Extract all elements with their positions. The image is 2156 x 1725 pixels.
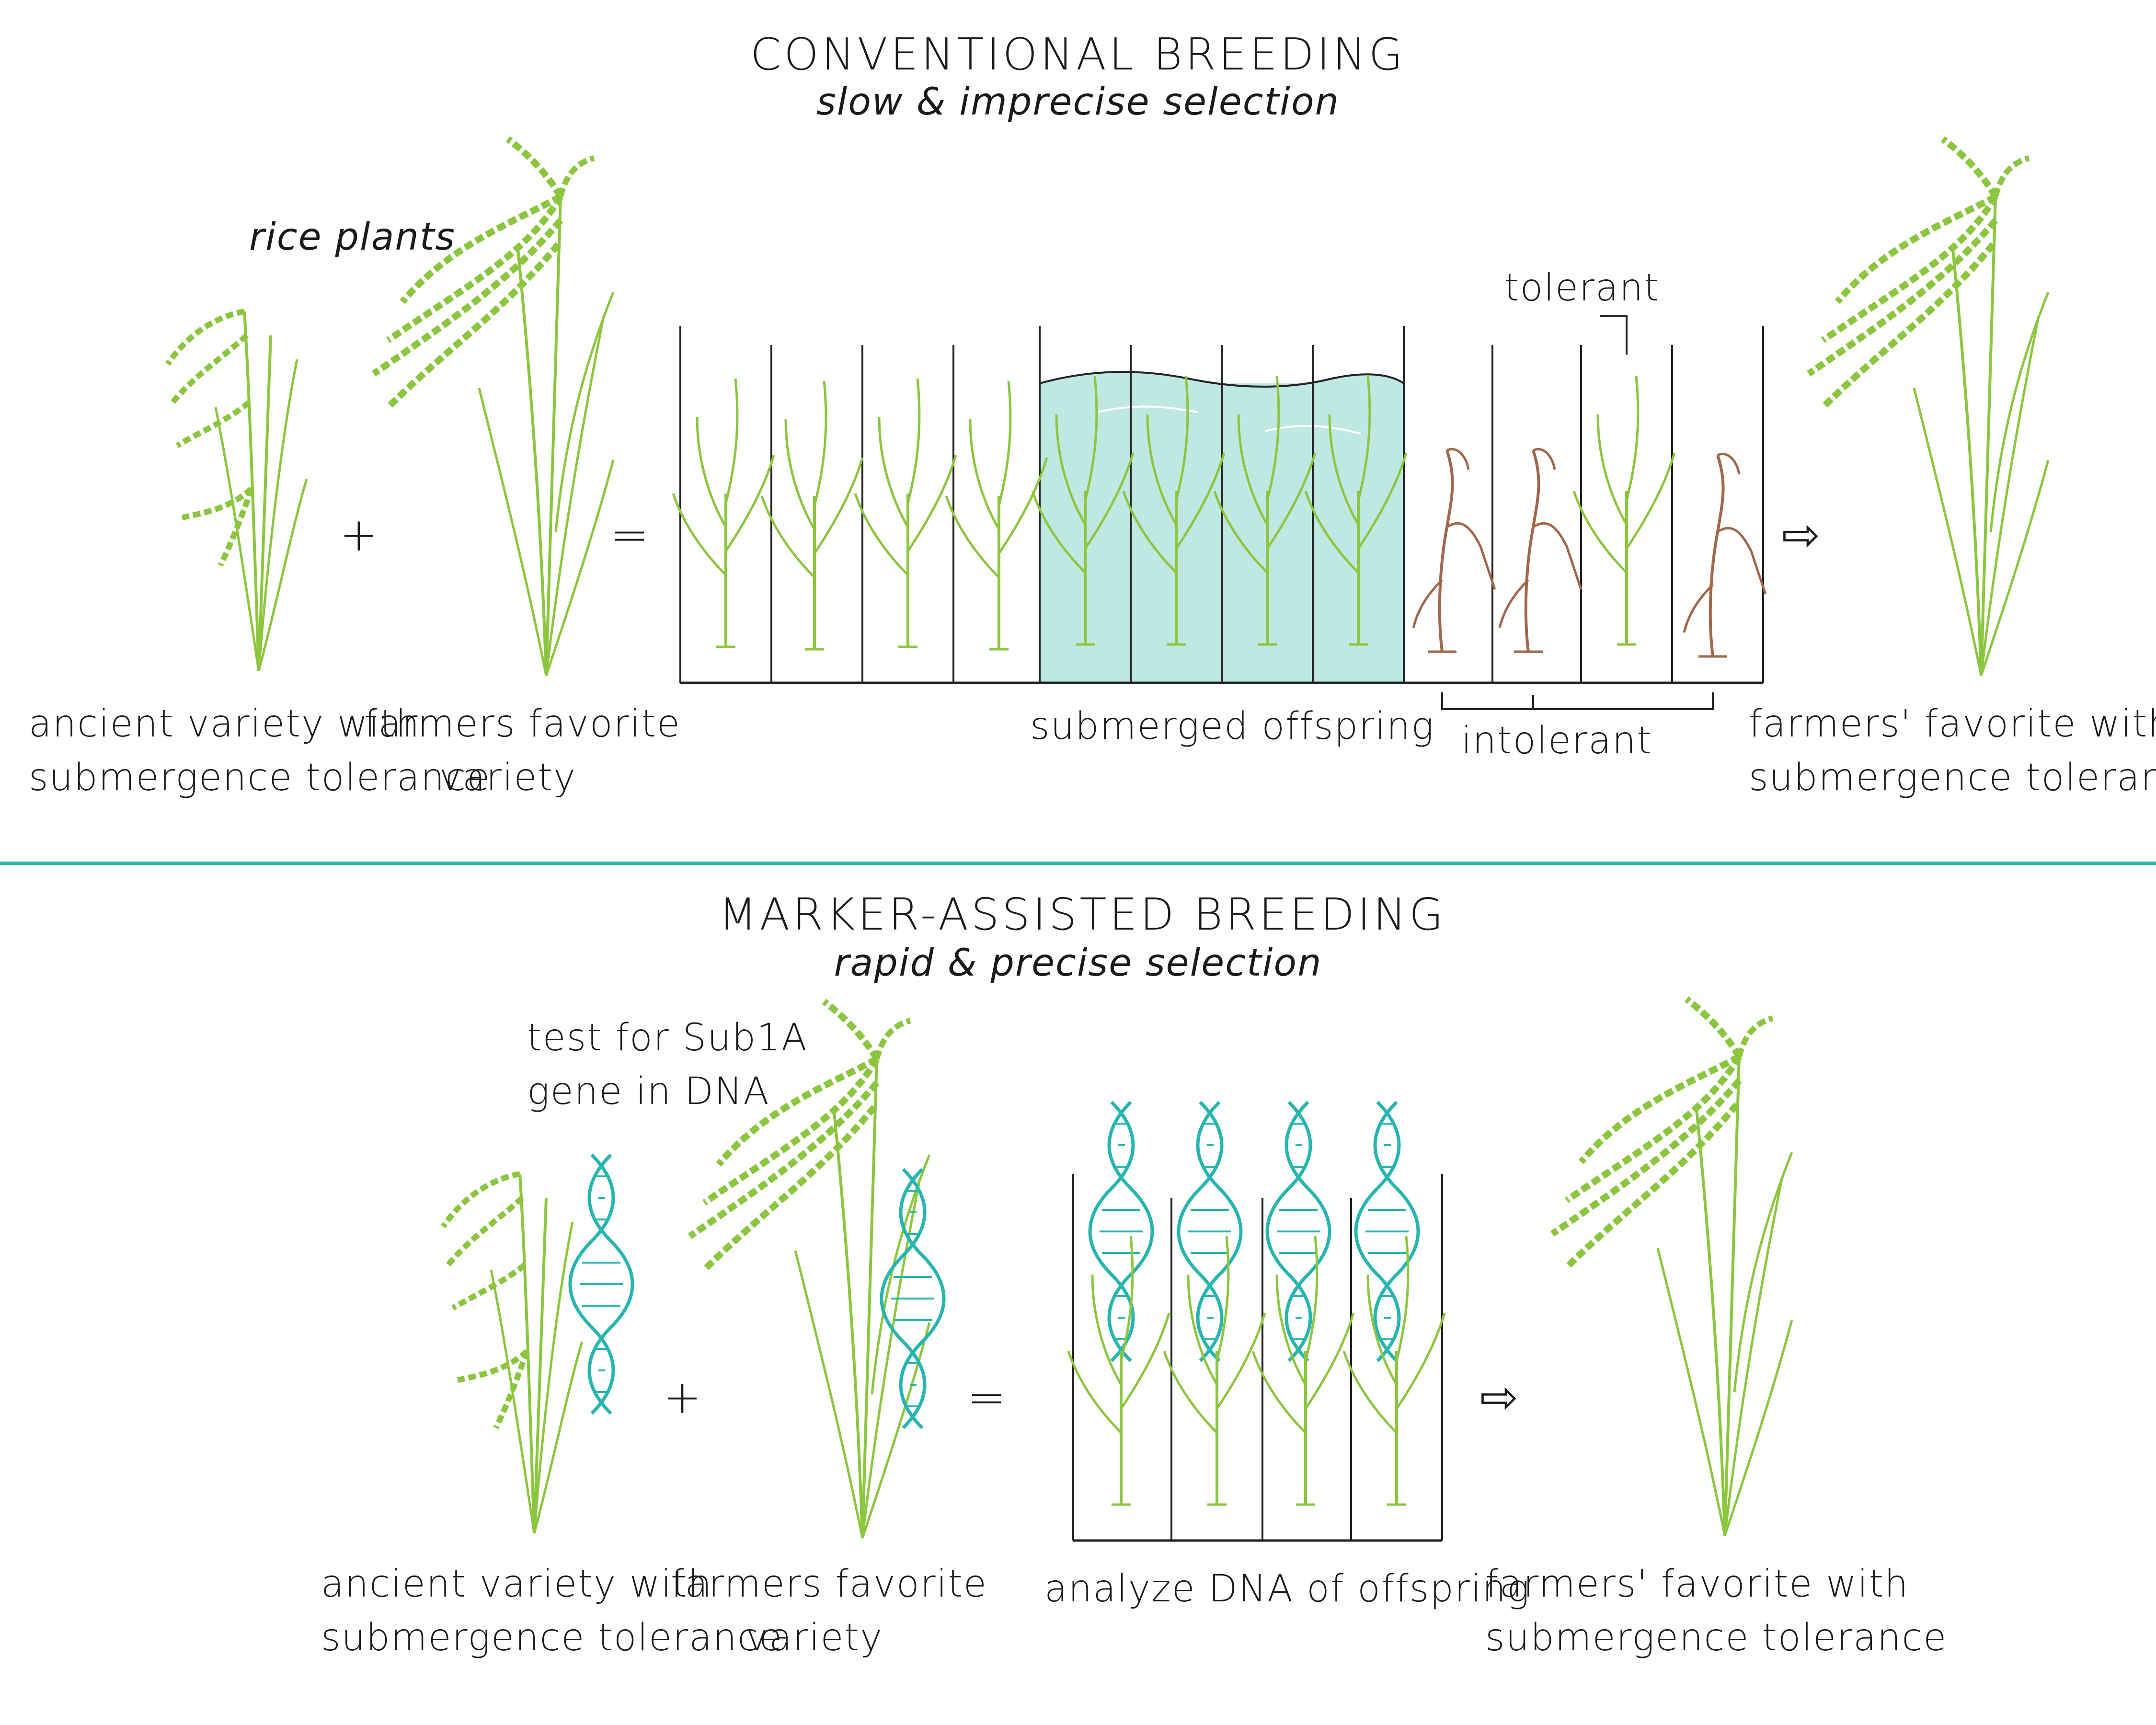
label-line: submergence tolerance	[29, 756, 491, 799]
dna-icon	[1090, 1102, 1152, 1361]
seedling	[1068, 1236, 1169, 1505]
ancient-variety-label-conventional: ancient variety with submergence toleran…	[29, 697, 491, 805]
label-line: submergence tolerance	[1485, 1616, 1948, 1659]
result-plant-marker	[1552, 999, 1792, 1536]
seedling	[855, 379, 956, 647]
intolerant-plant	[1413, 449, 1495, 652]
marker-subtitle: rapid & precise selection	[834, 942, 1322, 985]
equals-sign-marker: =	[967, 1370, 1007, 1424]
rice-plants-label: rice plants	[249, 216, 456, 259]
intolerant-plant	[1500, 449, 1581, 652]
test-sub1a-label: test for Sub1A gene in DNA	[527, 1011, 808, 1118]
label-line: farmers' favorite with	[1749, 702, 2156, 746]
offspring-panel-conventional	[679, 326, 1764, 684]
ancient-variety-plant-marker	[443, 1174, 582, 1533]
label-line: submergence tolerance	[1749, 756, 2156, 799]
intolerant-label: intolerant	[1461, 719, 1652, 762]
dna-icon	[1267, 1102, 1330, 1361]
conventional-subtitle: slow & imprecise selection	[816, 80, 1340, 124]
seedling	[673, 379, 774, 647]
seedling	[762, 381, 862, 649]
conventional-title: CONVENTIONAL BREEDING	[750, 29, 1406, 80]
label-line: test for Sub1A	[527, 1016, 808, 1059]
arrow-icon-conventional: ⇨	[1781, 508, 1822, 562]
label-line: variety	[745, 1616, 883, 1659]
analyze-dna-label: analyze DNA of offspring	[1044, 1567, 1530, 1610]
intolerant-plant	[1684, 454, 1766, 656]
result-plant-conventional	[1809, 139, 2048, 676]
plus-sign-conventional: +	[339, 508, 379, 562]
ancient-variety-label-marker: ancient variety with submergence toleran…	[321, 1557, 783, 1665]
favorite-variety-label-marker: farmers favorite variety	[671, 1557, 987, 1665]
label-line: variety	[439, 756, 577, 799]
seedling	[1164, 1236, 1265, 1505]
seedling	[1253, 1236, 1353, 1505]
dna-icon	[882, 1169, 944, 1428]
seedling	[946, 381, 1047, 649]
ancient-variety-plant-conventional	[168, 311, 307, 671]
dna-icon	[1179, 1102, 1241, 1361]
tolerant-seedling	[1574, 376, 1674, 644]
intolerant-bracket	[1441, 692, 1714, 710]
tolerant-bracket	[1600, 315, 1628, 355]
equals-sign-conventional: =	[610, 508, 650, 562]
label-line: farmers favorite	[364, 702, 681, 746]
submerged-offspring-label: submerged offspring	[1030, 705, 1435, 748]
label-line: gene in DNA	[527, 1070, 770, 1113]
label-line: ancient variety with	[29, 702, 421, 746]
tolerant-label: tolerant	[1504, 266, 1660, 310]
dna-icon	[570, 1155, 632, 1414]
label-line: submergence tolerance	[321, 1616, 783, 1659]
label-line: ancient variety with	[321, 1563, 713, 1606]
result-label-marker: farmers' favorite with submergence toler…	[1485, 1557, 1948, 1665]
plus-sign-marker: +	[663, 1370, 703, 1424]
favorite-variety-label-conventional: farmers favorite variety	[364, 697, 681, 805]
label-line: farmers favorite	[671, 1563, 987, 1606]
section-divider	[0, 862, 2156, 865]
result-label-conventional: farmers' favorite with submergence toler…	[1749, 697, 2156, 805]
marker-title: MARKER-ASSISTED BREEDING	[719, 889, 1446, 940]
arrow-icon-marker: ⇨	[1479, 1370, 1520, 1424]
dna-icon	[1356, 1102, 1418, 1361]
label-line: farmers' favorite with	[1485, 1563, 1909, 1606]
